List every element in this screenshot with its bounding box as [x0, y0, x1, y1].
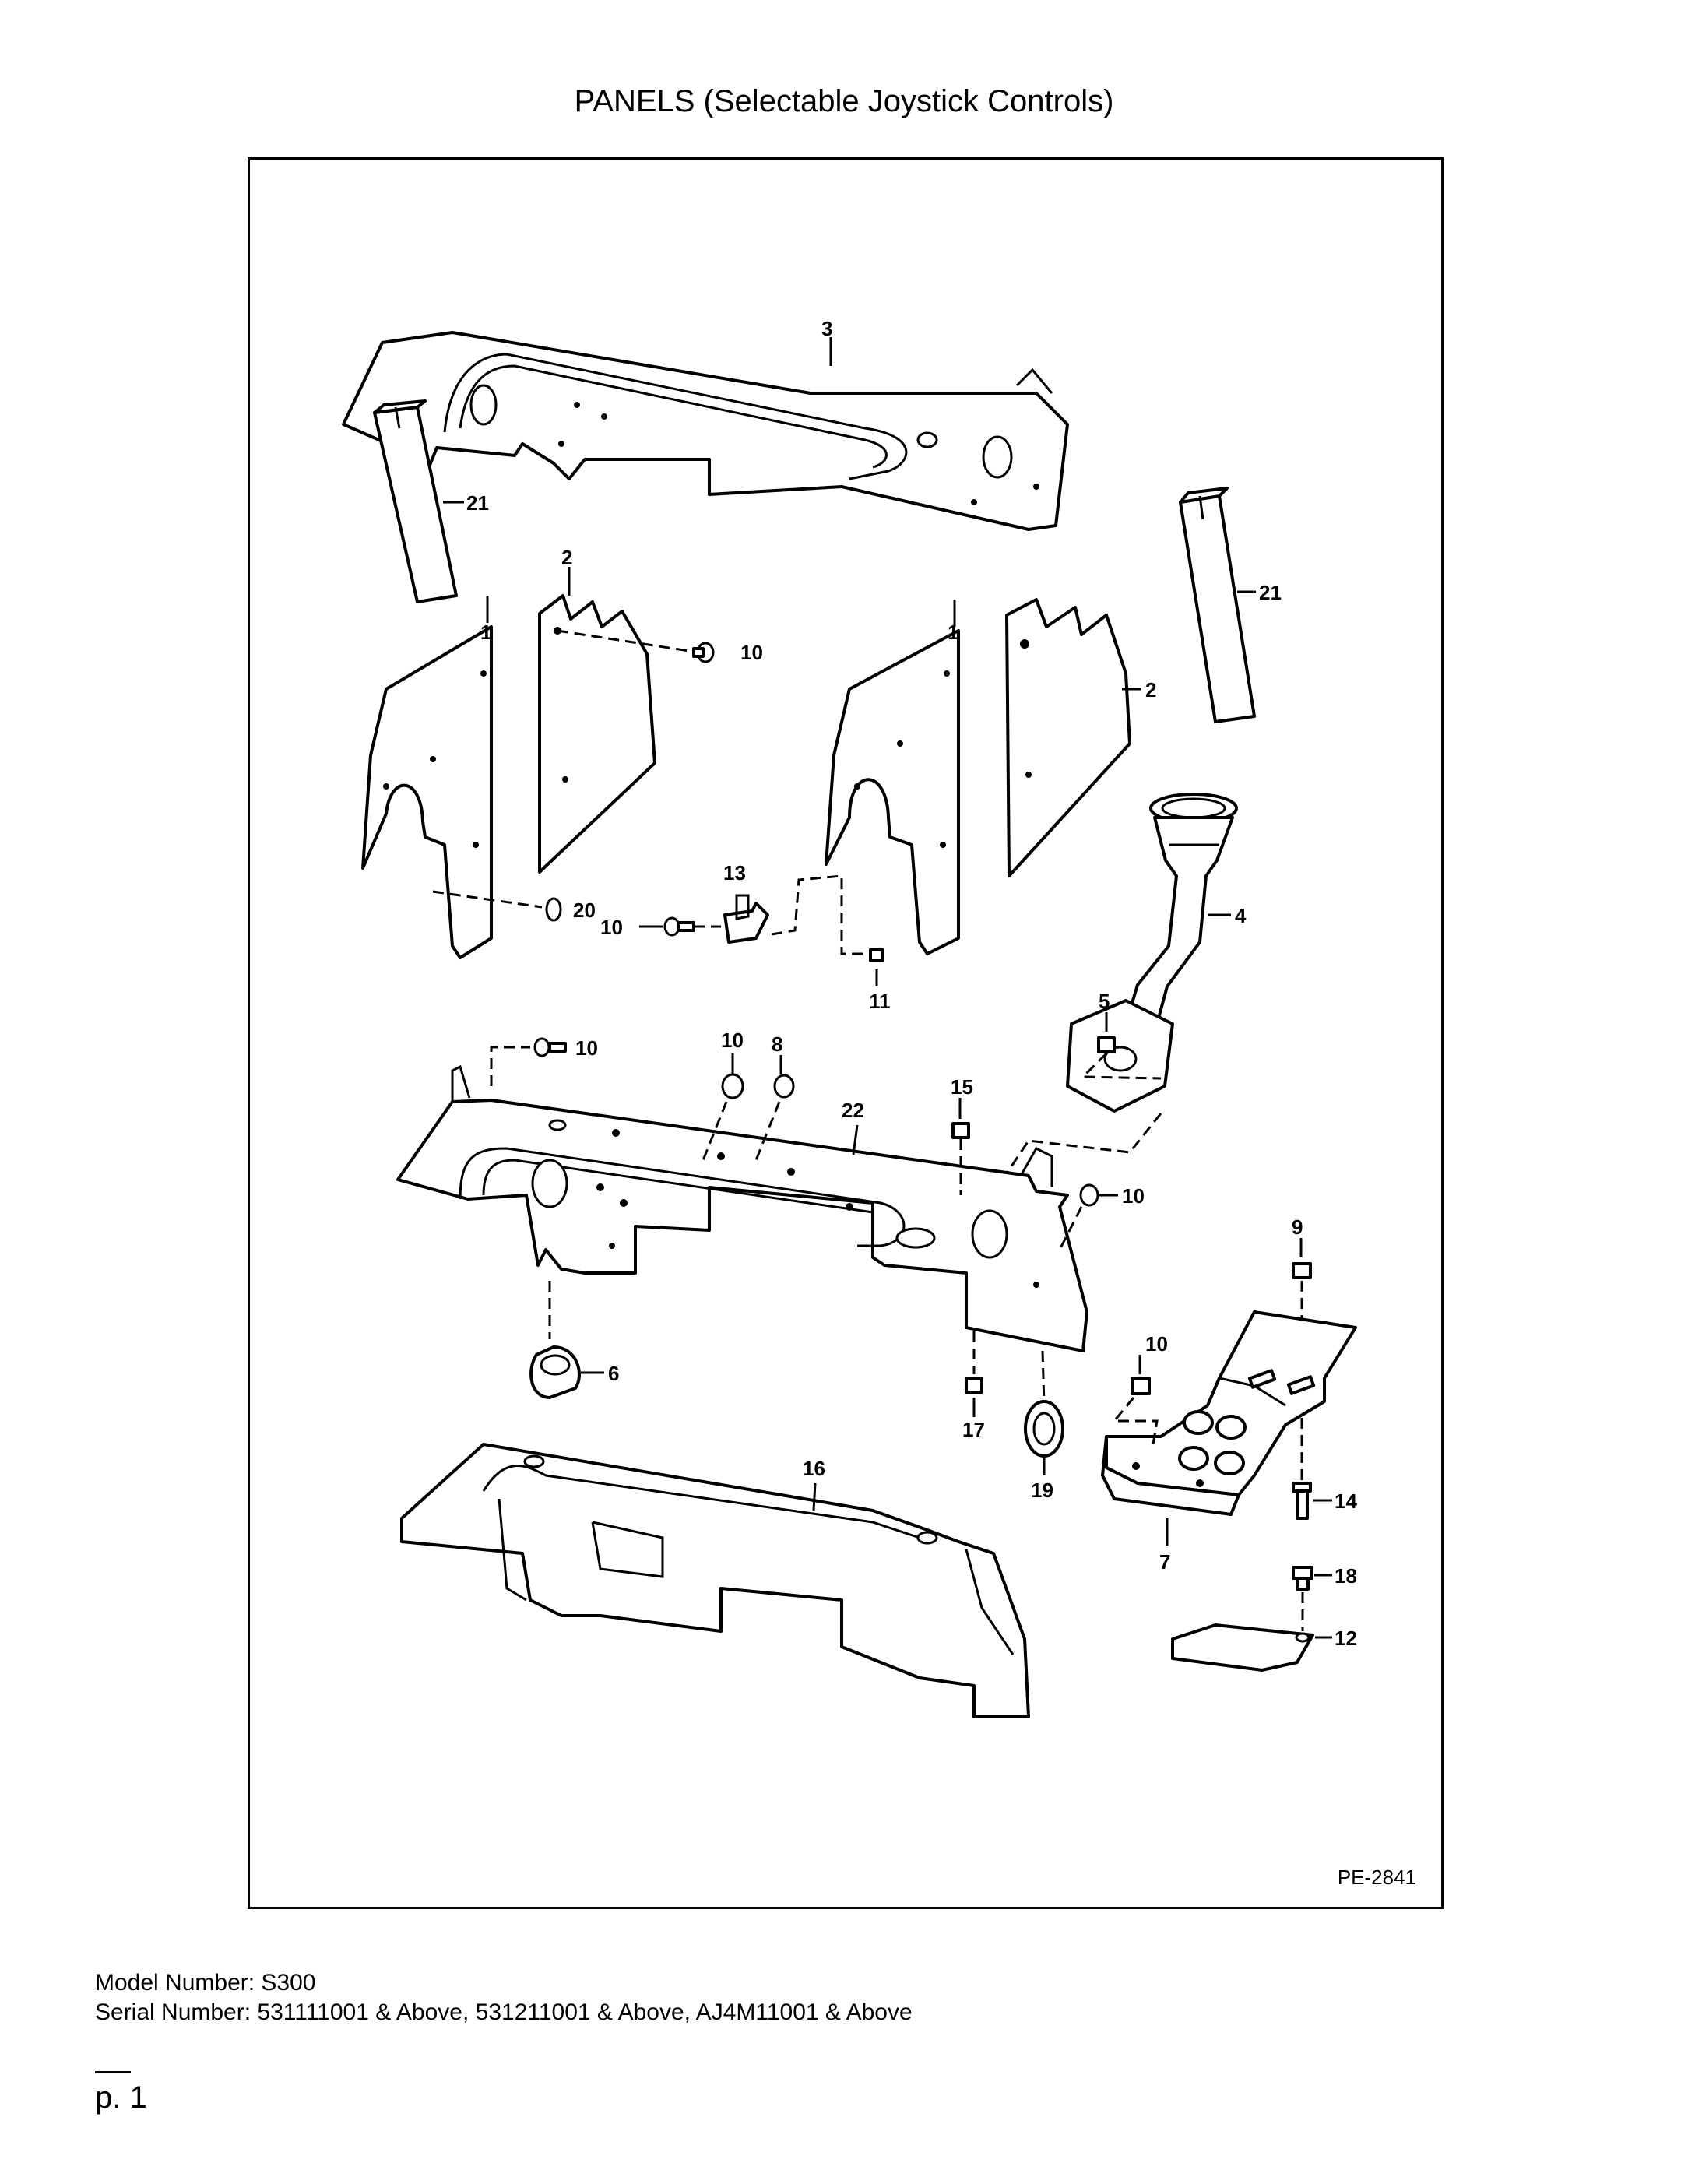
callout-21-left: 21 [466, 491, 489, 515]
callout-2-right: 2 [1145, 678, 1156, 702]
part-1-left-side-panel: 1 [361, 596, 493, 959]
callout-5: 5 [1099, 990, 1110, 1013]
serial-number: Serial Number: 531111001 & Above, 531211… [95, 1999, 913, 2025]
callout-13: 13 [723, 861, 746, 885]
part-21-right-post: 21 [1179, 487, 1282, 723]
callout-20: 20 [573, 899, 596, 922]
callout-10-b: 10 [600, 916, 623, 939]
callout-22: 22 [842, 1099, 864, 1122]
callout-16: 16 [803, 1457, 825, 1480]
callout-10-d: 10 [721, 1029, 744, 1052]
callout-10-e: 10 [1122, 1184, 1145, 1208]
part-2-right-plate: 2 [1005, 598, 1156, 877]
diagram-frame: 3 21 21 2 2 [248, 157, 1444, 1909]
callout-3: 3 [821, 317, 832, 340]
part-22-main-panel: 22 [396, 1064, 1088, 1352]
callout-6: 6 [608, 1362, 619, 1385]
part-7-bracket-assembly: 9 10 14 7 [1101, 1215, 1357, 1574]
exploded-parts-diagram: 3 21 21 2 2 [342, 317, 1357, 1718]
callout-10-f: 10 [1145, 1332, 1168, 1356]
callout-15: 15 [951, 1075, 973, 1099]
callout-21-right: 21 [1259, 581, 1282, 604]
upper-fasteners: 10 20 13 10 11 [432, 629, 891, 1013]
part-17-screw: 17 [962, 1331, 985, 1441]
part-1-right-side-panel: 1 [825, 600, 960, 955]
callout-11: 11 [869, 990, 891, 1013]
callout-9: 9 [1292, 1215, 1303, 1239]
part-21-left-post: 21 [373, 399, 489, 603]
callout-14: 14 [1335, 1489, 1357, 1513]
callout-19: 19 [1031, 1479, 1053, 1502]
part-12-cover-plate: 18 12 [1171, 1564, 1357, 1672]
part-19-grommet: 19 [1024, 1350, 1064, 1502]
footer-rule [95, 2071, 131, 2073]
callout-7: 7 [1159, 1550, 1170, 1574]
model-info: Model Number: S300 Serial Number: 531111… [95, 1968, 913, 2027]
page-number: p. 1 [95, 2080, 147, 2115]
callout-1-right: 1 [948, 621, 958, 644]
part-4-joystick: 4 [1066, 793, 1247, 1113]
part-3-upper-panel: 3 [342, 317, 1069, 531]
callout-2-left: 2 [561, 546, 572, 569]
model-number: Model Number: S300 [95, 1970, 316, 1996]
part-5-screw: 5 [996, 990, 1162, 1188]
callout-10-a: 10 [740, 641, 763, 664]
callout-1-left: 1 [480, 621, 491, 644]
part-16-base-panel: 16 [400, 1443, 1030, 1718]
page-title: PANELS (Selectable Joystick Controls) [574, 84, 1114, 118]
callout-4: 4 [1235, 904, 1247, 927]
part-2-left-plate: 2 [538, 546, 656, 874]
callout-8: 8 [772, 1032, 782, 1056]
callout-18: 18 [1335, 1564, 1357, 1588]
callout-17: 17 [962, 1418, 985, 1441]
callout-12: 12 [1335, 1627, 1357, 1650]
figure-id: PE-2841 [1337, 1866, 1416, 1889]
callout-10-c: 10 [575, 1036, 598, 1060]
main-panel-fasteners: 10 10 8 15 10 [490, 1029, 1145, 1250]
part-6-grommet: 6 [529, 1281, 619, 1399]
